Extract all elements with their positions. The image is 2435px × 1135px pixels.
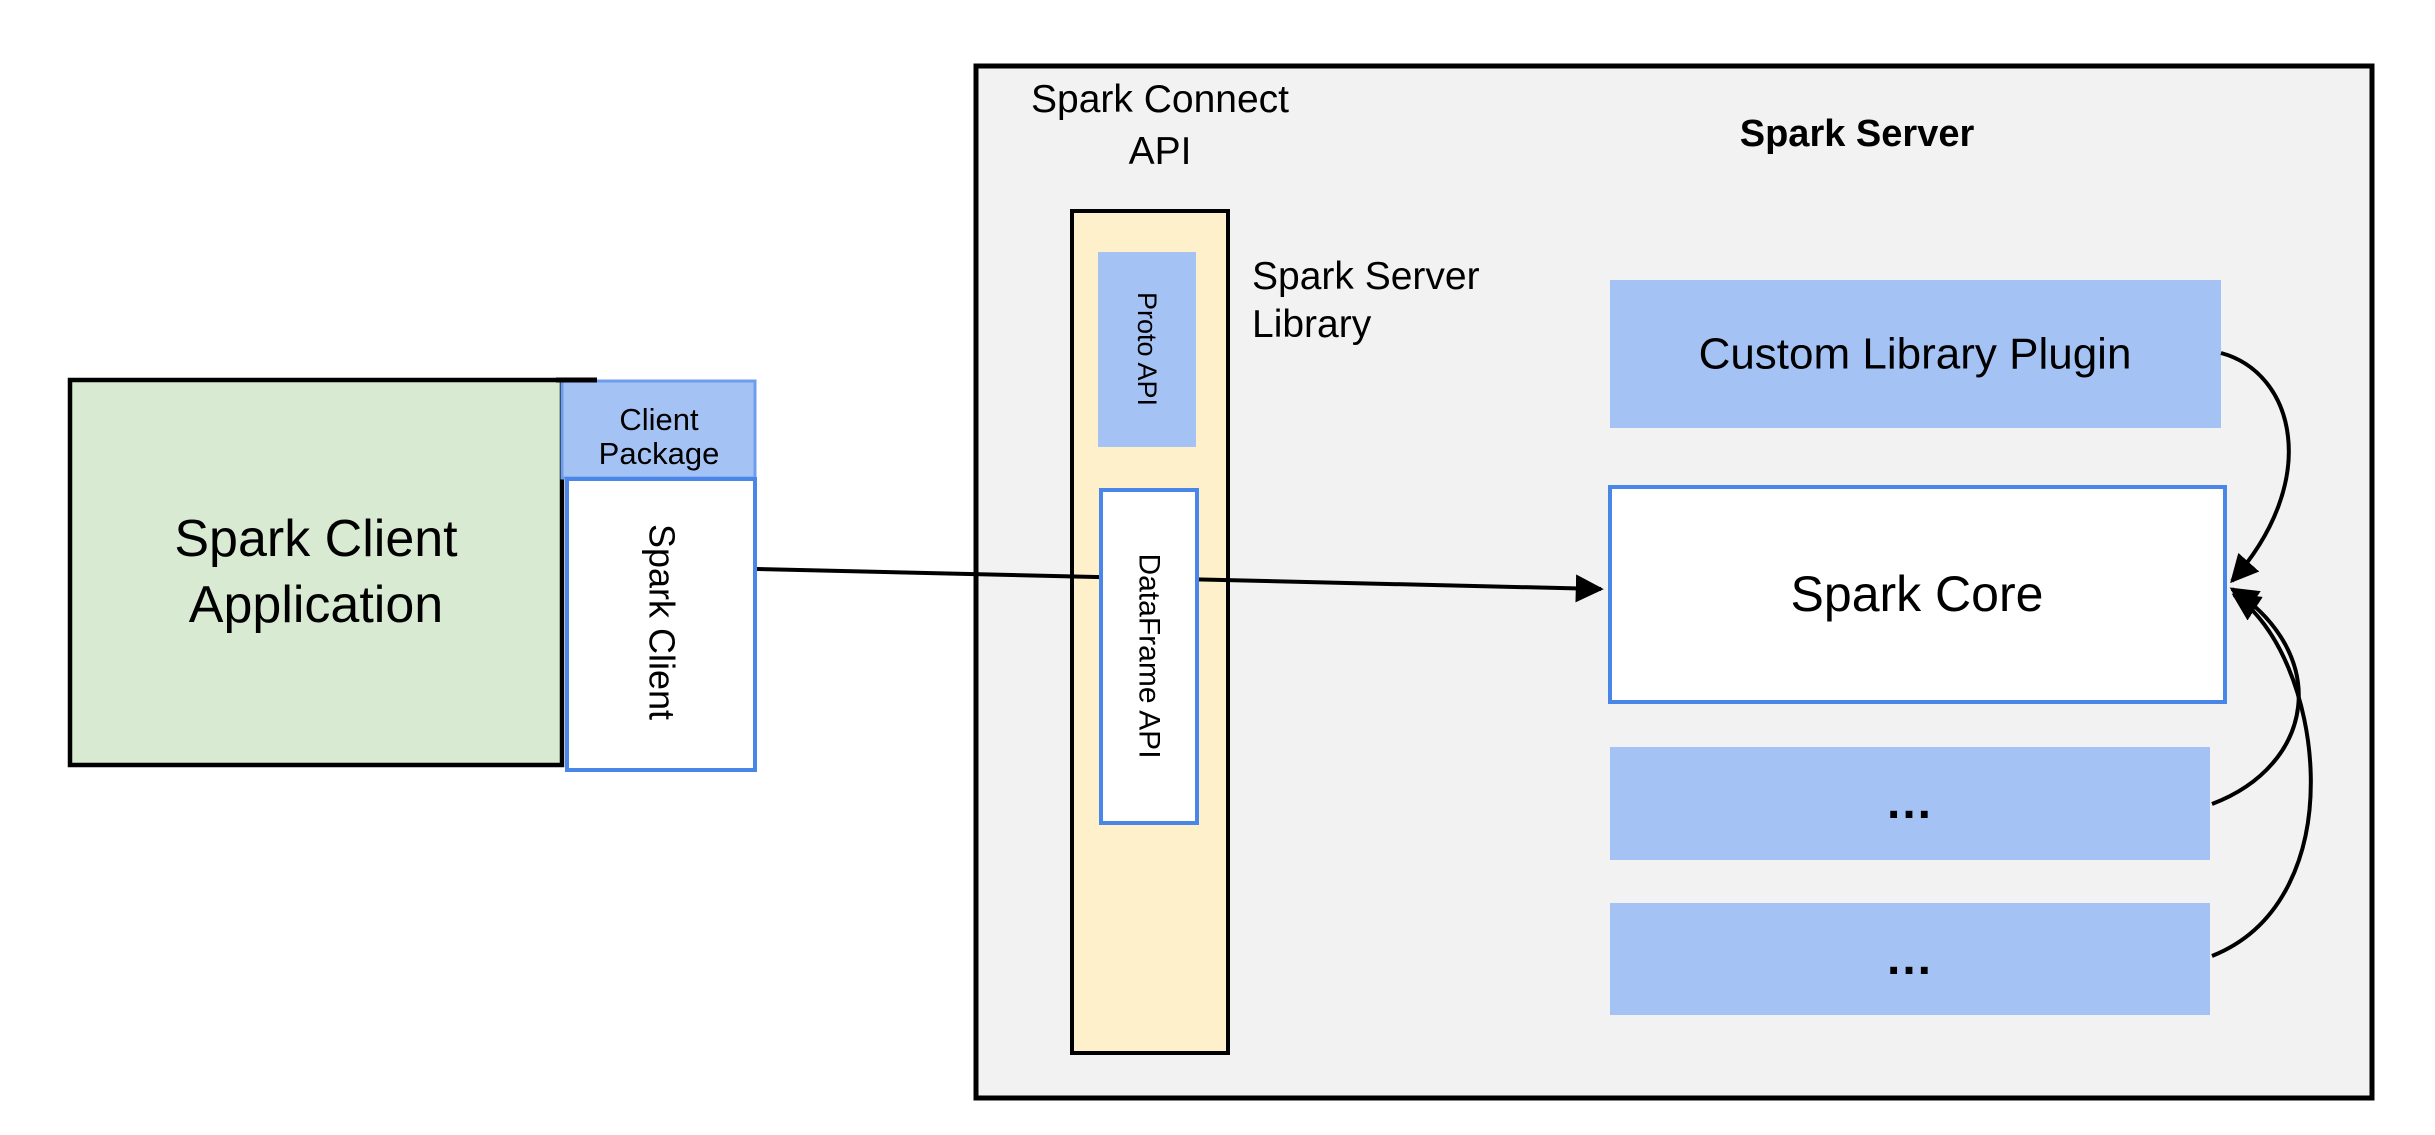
client-package-label-line1: Client <box>619 402 699 437</box>
spark-server-title: Spark Server <box>1740 113 1975 155</box>
spark-connect-api-label-line1: Spark Connect <box>1031 78 1289 121</box>
client-package-box <box>560 379 757 480</box>
plugin-to-core-arrow <box>2220 351 2291 584</box>
plugin-slot2-box <box>1610 903 2210 1015</box>
slot2-to-core-arrow <box>2211 593 2313 958</box>
dataframe-api-label: DataFrame API <box>1133 553 1166 758</box>
proto-api-label: Proto API <box>1132 292 1162 406</box>
client-package-label-line2: Package <box>599 436 720 471</box>
spark-client-box <box>565 477 757 772</box>
spark-core-label: Spark Core <box>1791 566 2044 622</box>
custom-library-plugin-box <box>1610 280 2221 428</box>
spark-client-application-label-line2: Application <box>189 576 443 634</box>
proto-api-box <box>1098 252 1196 447</box>
spark-client-application-label-line1: Spark Client <box>174 510 458 568</box>
slot1-to-core-arrow <box>2211 587 2301 806</box>
plugin-slot2-label: ... <box>1887 932 1933 985</box>
dataframe-api-box <box>1099 488 1199 825</box>
spark-server-library-label-line1: Spark Server <box>1252 255 1480 298</box>
spark-core-box <box>1608 485 2227 704</box>
spark-connect-api-label-line2: API <box>1129 130 1192 173</box>
spark-server-library-label-line2: Library <box>1252 303 1372 346</box>
plugin-slot1-box <box>1610 747 2210 860</box>
plugin-slot1-label: ... <box>1887 776 1933 829</box>
custom-library-plugin-label: Custom Library Plugin <box>1699 330 2132 379</box>
spark-client-application-box <box>67 377 565 768</box>
spark-client-label: Spark Client <box>642 524 683 720</box>
